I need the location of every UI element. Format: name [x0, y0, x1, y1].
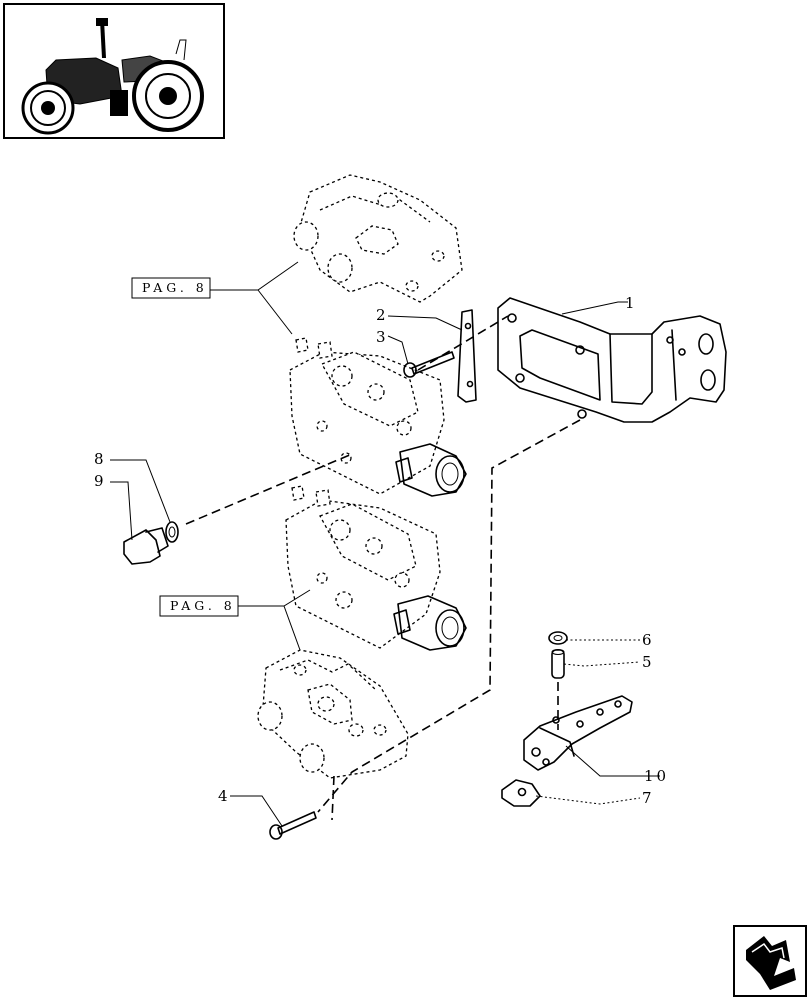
tractor-icon [21, 18, 204, 135]
mounting-bracket[interactable] [497, 297, 727, 423]
callout-7: 7 [642, 789, 652, 807]
plate[interactable] [457, 309, 477, 403]
pag-reference-top-label: PAG. 8 [142, 280, 208, 295]
callout-1: 1 [625, 294, 635, 312]
valve-cover-top [293, 174, 463, 303]
pag-reference-bottom-label: PAG. 8 [170, 598, 236, 613]
bolt-4[interactable] [269, 811, 317, 840]
pin[interactable] [551, 649, 565, 679]
callout-9: 9 [94, 472, 104, 490]
bolt-3[interactable] [403, 351, 455, 378]
clip[interactable] [548, 631, 568, 645]
callout-8: 8 [94, 450, 104, 468]
callout-6: 6 [642, 631, 652, 649]
valve-section-upper [289, 337, 467, 497]
next-page-button[interactable] [733, 925, 807, 997]
leader-lines [110, 261, 660, 827]
next-page-arrow-icon [746, 936, 796, 990]
pag-reference-top[interactable]: PAG. 8 [131, 277, 211, 299]
callout-10: 10 [644, 767, 669, 785]
callout-3: 3 [376, 328, 386, 346]
callout-4: 4 [218, 787, 228, 805]
callout-numbers: 1 2 3 4 5 6 7 8 9 10 [94, 294, 669, 807]
callout-2: 2 [376, 306, 386, 324]
pag-reference-bottom[interactable]: PAG. 8 [159, 595, 239, 617]
valve-cover-bottom [257, 649, 409, 779]
tractor-thumbnail[interactable] [3, 3, 225, 139]
valve-section-lower [285, 485, 467, 651]
assembly-lines [185, 315, 581, 821]
callout-5: 5 [642, 653, 652, 671]
block[interactable] [501, 779, 541, 807]
lever[interactable] [523, 695, 633, 771]
plug[interactable] [123, 527, 169, 565]
washer[interactable] [165, 521, 179, 543]
